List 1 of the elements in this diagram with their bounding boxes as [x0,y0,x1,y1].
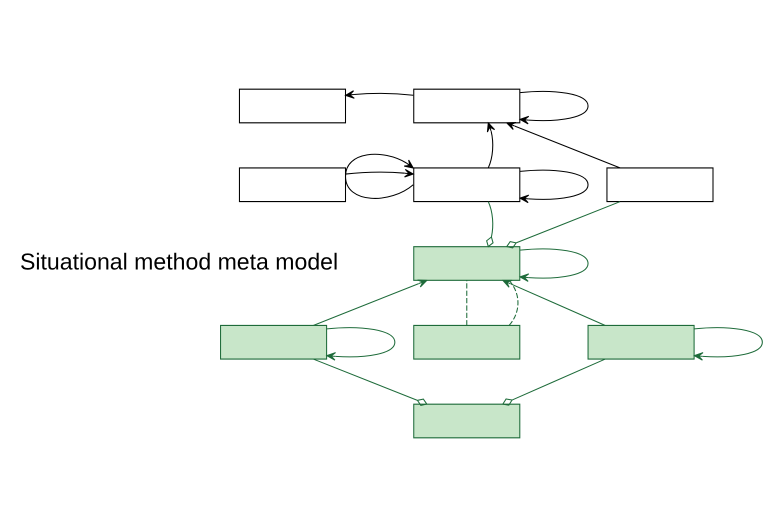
label: Situational method meta model [20,248,338,274]
